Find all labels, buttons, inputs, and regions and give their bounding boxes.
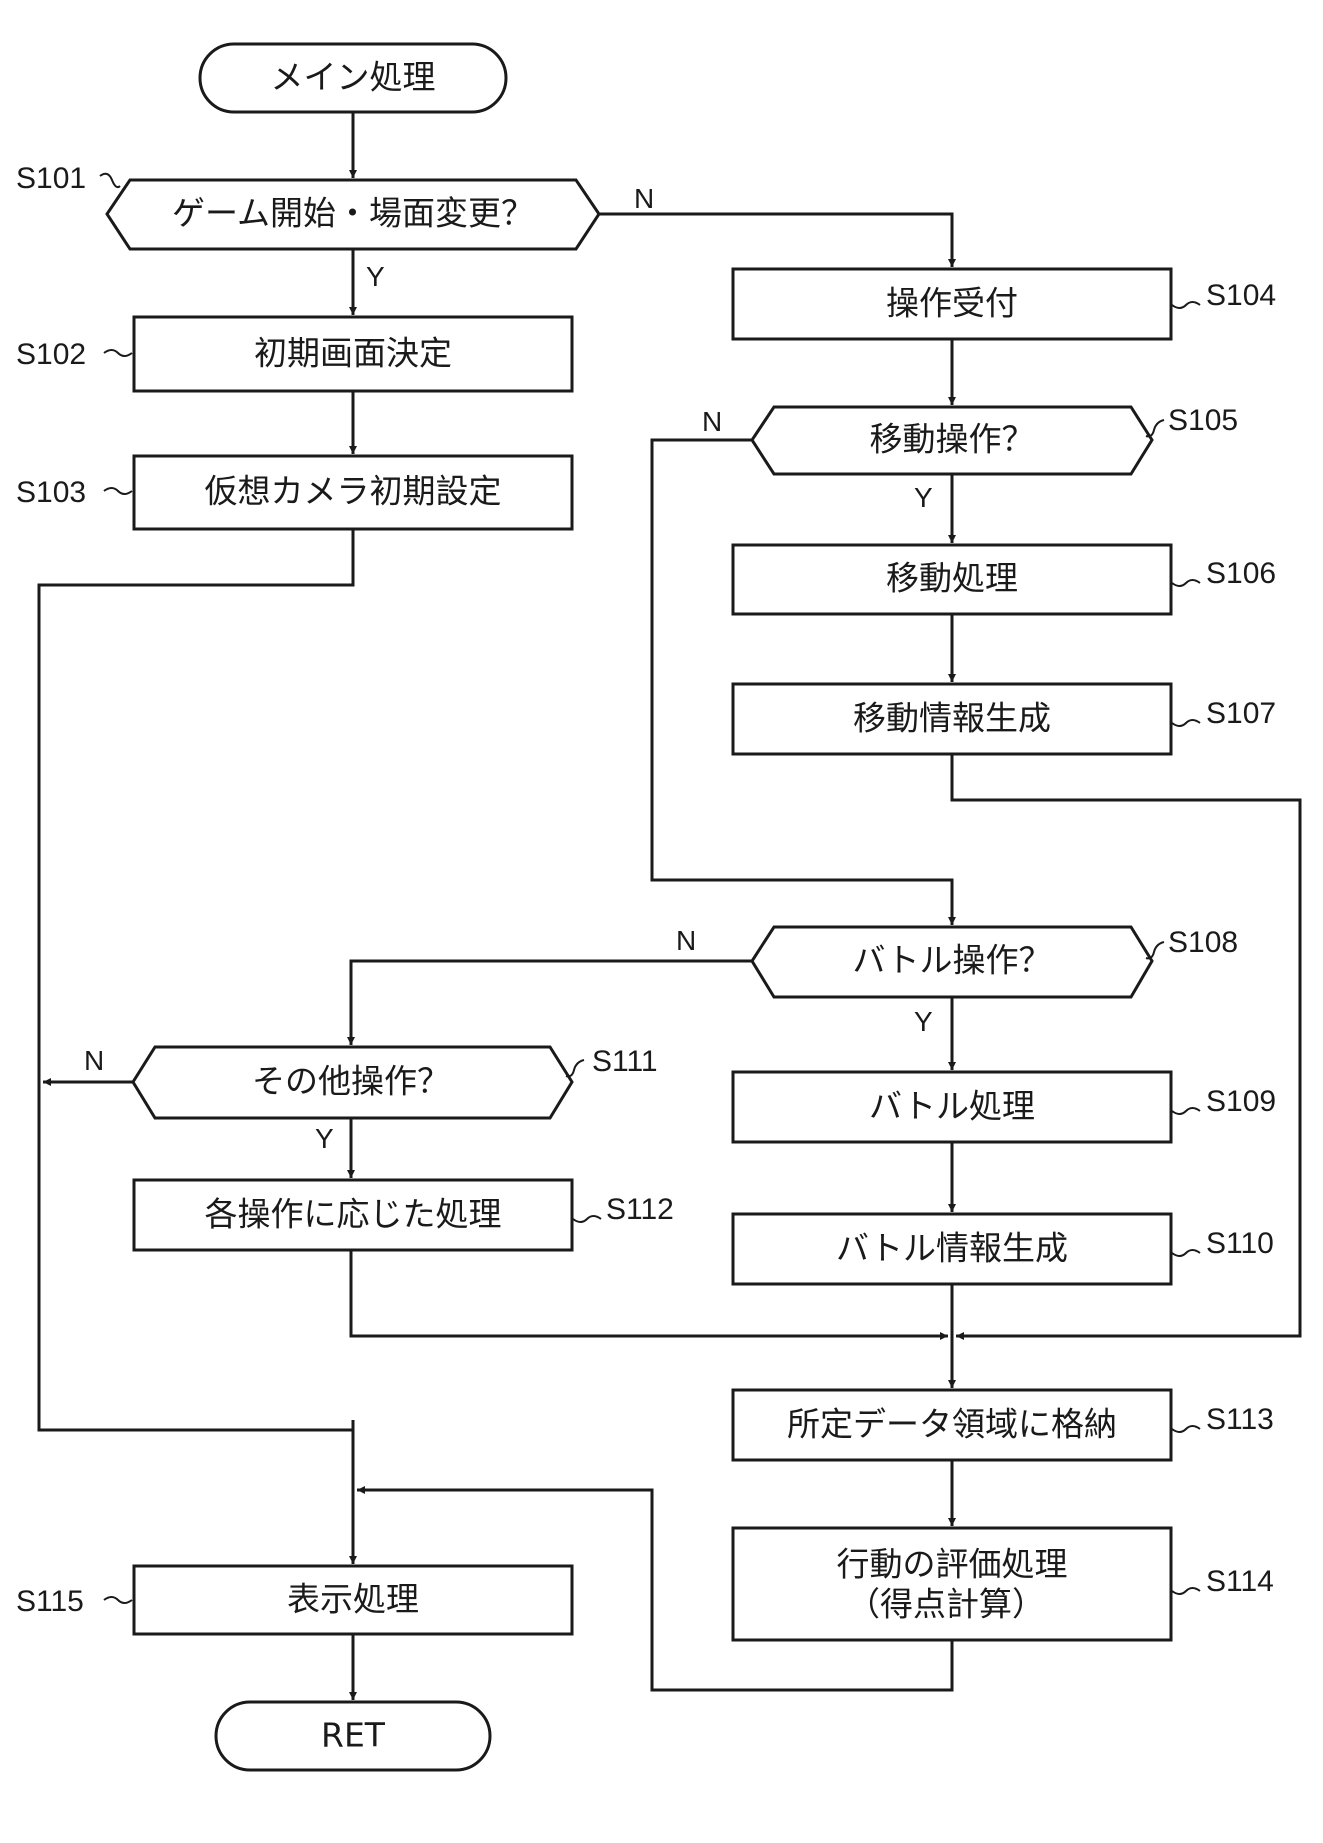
process-s113: 所定データ領域に格納	[731, 1388, 1173, 1462]
connector-s108-s111	[347, 959, 752, 1045]
process-s109: バトル処理	[731, 1070, 1173, 1144]
leader-s112	[572, 1215, 602, 1223]
decision-s101-label: ゲーム開始・場面変更？	[172, 194, 534, 233]
process-s106-label: 移動処理	[886, 559, 1018, 598]
terminal-end-label: RET	[321, 1716, 386, 1755]
process-s104: 操作受付	[731, 267, 1173, 341]
process-s110-label: バトル情報生成	[836, 1229, 1068, 1268]
leader-s101	[99, 172, 121, 189]
process-s107: 移動情報生成	[731, 682, 1173, 756]
leader-s103	[103, 487, 133, 495]
step-label-s113: S113	[1206, 1403, 1274, 1436]
decision-s111: その他操作？	[131, 1045, 574, 1120]
process-s107-label: 移動情報生成	[853, 699, 1051, 738]
branch-label-s108-no: N	[676, 925, 696, 956]
process-s112: 各操作に応じた処理	[132, 1178, 574, 1252]
branch-label-s111-no: N	[84, 1045, 104, 1076]
decision-s108-label: バトル操作？	[853, 941, 1052, 980]
leader-s115	[103, 1596, 133, 1604]
step-label-s108: S108	[1168, 926, 1238, 959]
process-s112-label: 各操作に応じた処理	[205, 1195, 502, 1234]
process-s114-label-line2: （得点計算）	[847, 1585, 1045, 1624]
branch-label-s111-yes: Y	[315, 1123, 334, 1154]
process-s106: 移動処理	[731, 543, 1173, 616]
leader-s104	[1171, 301, 1201, 309]
connector-s101-s104	[599, 212, 956, 267]
connector-s105-s108	[650, 438, 956, 925]
branch-label-s105-yes: Y	[914, 482, 933, 513]
process-s113-label: 所定データ領域に格納	[787, 1405, 1117, 1444]
process-s102-label: 初期画面決定	[254, 334, 452, 373]
leader-s107	[1171, 719, 1201, 727]
process-s114-label-line1: 行動の評価処理	[837, 1545, 1068, 1584]
step-label-s109: S109	[1206, 1085, 1276, 1118]
branch-label-s101-yes: Y	[366, 261, 385, 292]
branch-label-s105-no: N	[702, 406, 722, 437]
process-s102: 初期画面決定	[132, 315, 574, 393]
leader-s108	[1145, 941, 1165, 960]
step-label-s103: S103	[16, 476, 86, 509]
leader-s113	[1171, 1425, 1201, 1433]
connector-s112-merge	[349, 1250, 948, 1340]
step-labels: S101 S102 S103 S104 S105 S106 S107 S108 …	[16, 162, 1276, 1618]
leader-s111	[565, 1059, 585, 1078]
process-s103-label: 仮想カメラ初期設定	[205, 472, 502, 511]
terminal-end: RET	[214, 1700, 492, 1772]
process-s110: バトル情報生成	[731, 1212, 1173, 1286]
step-label-s104: S104	[1206, 279, 1276, 312]
branch-label-s108-yes: Y	[914, 1006, 933, 1037]
process-s115-label: 表示処理	[287, 1580, 419, 1619]
terminal-start: メイン処理	[198, 42, 508, 114]
connector-s114-s115	[357, 1486, 954, 1692]
process-s109-label: バトル処理	[869, 1087, 1035, 1126]
step-label-s111: S111	[592, 1045, 658, 1078]
process-s104-label: 操作受付	[886, 284, 1018, 323]
step-label-s112: S112	[606, 1193, 674, 1226]
leader-s102	[103, 349, 133, 357]
terminal-start-label: メイン処理	[271, 58, 436, 97]
leader-s105	[1145, 419, 1165, 438]
step-label-s105: S105	[1168, 404, 1238, 437]
branch-label-s101-no: N	[634, 183, 654, 214]
step-label-s114: S114	[1206, 1565, 1274, 1598]
decision-s111-label: その他操作？	[252, 1062, 450, 1101]
step-label-s110: S110	[1206, 1227, 1274, 1260]
decision-s108: バトル操作？	[750, 925, 1154, 999]
step-label-s101: S101	[16, 162, 86, 195]
decision-s105-label: 移動操作？	[870, 420, 1035, 459]
leader-s114	[1171, 1587, 1201, 1595]
step-label-s102: S102	[16, 338, 86, 371]
branch-labels: N Y N Y N Y N Y	[84, 183, 933, 1154]
leader-s106	[1171, 579, 1201, 587]
connector-s107-merge	[950, 754, 1302, 1340]
step-label-s115: S115	[16, 1585, 84, 1618]
process-s115: 表示処理	[132, 1564, 574, 1636]
connectors	[37, 112, 1302, 1700]
process-s103: 仮想カメラ初期設定	[132, 454, 574, 531]
decision-s101: ゲーム開始・場面変更？	[105, 178, 601, 251]
step-label-s107: S107	[1206, 697, 1276, 730]
process-s114: 行動の評価処理 （得点計算）	[731, 1526, 1173, 1642]
decision-s105: 移動操作？	[750, 405, 1154, 476]
connector-s103-s115	[37, 529, 355, 1432]
step-label-s106: S106	[1206, 557, 1276, 590]
leader-s109	[1171, 1107, 1201, 1115]
leader-s110	[1171, 1249, 1201, 1257]
